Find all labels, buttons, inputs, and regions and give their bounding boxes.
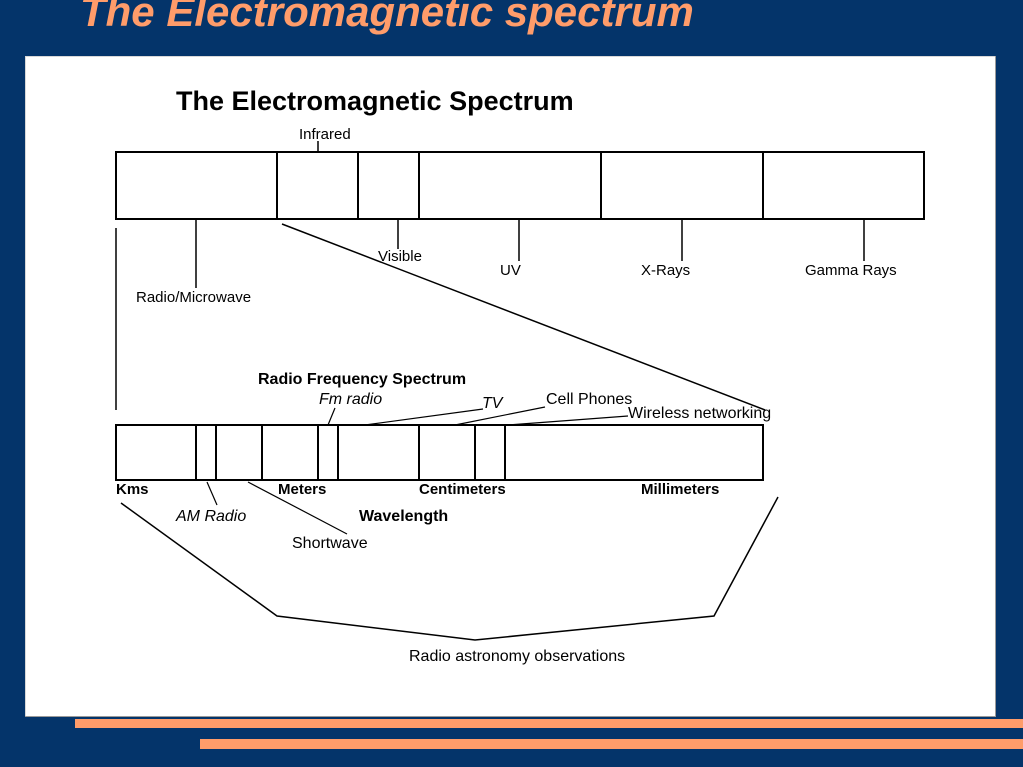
label-visible: Visible xyxy=(378,248,422,265)
zoom-line-diagonal xyxy=(281,223,766,411)
label-meters: Meters xyxy=(278,481,326,498)
em-spectrum-bar xyxy=(115,151,925,220)
radio-bottom-leaders xyxy=(206,481,348,535)
accent-stripe-upper xyxy=(75,719,1023,728)
label-wavelength: Wavelength xyxy=(359,508,448,525)
label-cell-phones: Cell Phones xyxy=(546,391,632,408)
zoom-connectors xyxy=(115,223,766,411)
accent-stripe-lower xyxy=(200,739,1023,749)
label-radio-astronomy: Radio astronomy observations xyxy=(409,648,625,665)
label-radio-microwave: Radio/Microwave xyxy=(136,289,251,306)
leader-fm-radio xyxy=(327,407,336,426)
label-infrared: Infrared xyxy=(299,126,351,143)
astronomy-bracket xyxy=(120,496,779,641)
label-tv: TV xyxy=(482,395,504,412)
em-leader-lines xyxy=(195,141,865,288)
label-uv: UV xyxy=(500,262,521,279)
radio-top-leaders xyxy=(327,406,629,426)
leader-am-radio xyxy=(206,481,218,506)
diagram-panel xyxy=(25,56,996,717)
radio-spectrum-title: Radio Frequency Spectrum xyxy=(258,371,466,388)
diagram-title: The Electromagnetic Spectrum xyxy=(176,86,574,116)
label-shortwave: Shortwave xyxy=(292,535,368,552)
label-xrays: X-Rays xyxy=(641,262,690,279)
label-millimeters: Millimeters xyxy=(641,481,719,498)
em-bar-outline xyxy=(115,151,925,220)
radio-bar-outline xyxy=(115,424,764,481)
leader-cell-phones xyxy=(454,406,546,426)
label-kms: Kms xyxy=(116,481,149,498)
leader-shortwave xyxy=(247,481,348,535)
leader-tv xyxy=(364,408,484,426)
label-fm-radio: Fm radio xyxy=(319,391,382,408)
slide-title: The Electromagnetic spectrum xyxy=(80,0,694,35)
label-am-radio: AM Radio xyxy=(175,508,246,525)
label-wireless-networking: Wireless networking xyxy=(628,405,771,422)
label-centimeters: Centimeters xyxy=(419,481,506,498)
radio-spectrum-bar xyxy=(115,424,764,481)
leader-wireless xyxy=(507,415,629,426)
label-gamma-rays: Gamma Rays xyxy=(805,262,897,279)
